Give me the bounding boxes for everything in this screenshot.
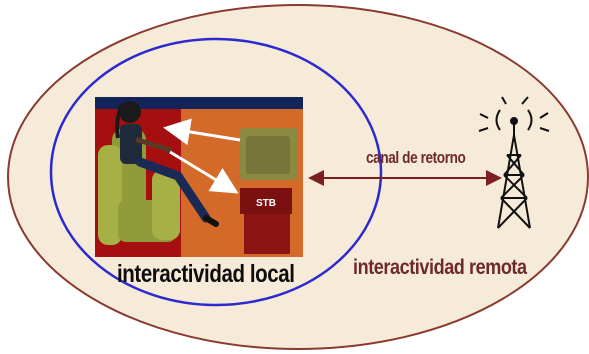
stb-label: STB xyxy=(256,198,276,209)
tv-to-viewer-arrow xyxy=(163,118,241,146)
person-in-armchair-icon xyxy=(115,101,219,227)
local-interactivity-label: interactividad local xyxy=(117,260,295,288)
set-top-box-icon: STB xyxy=(240,188,292,254)
return-channel-label: canal de retorno xyxy=(366,148,466,167)
television-icon xyxy=(240,128,298,180)
viewer-to-stb-arrow xyxy=(169,150,239,194)
broadcast-tower-icon xyxy=(478,96,550,229)
room-top-band xyxy=(95,97,303,109)
remote-interactivity-label: interactividad remota xyxy=(353,256,527,279)
living-room-scene: STB xyxy=(95,97,303,257)
